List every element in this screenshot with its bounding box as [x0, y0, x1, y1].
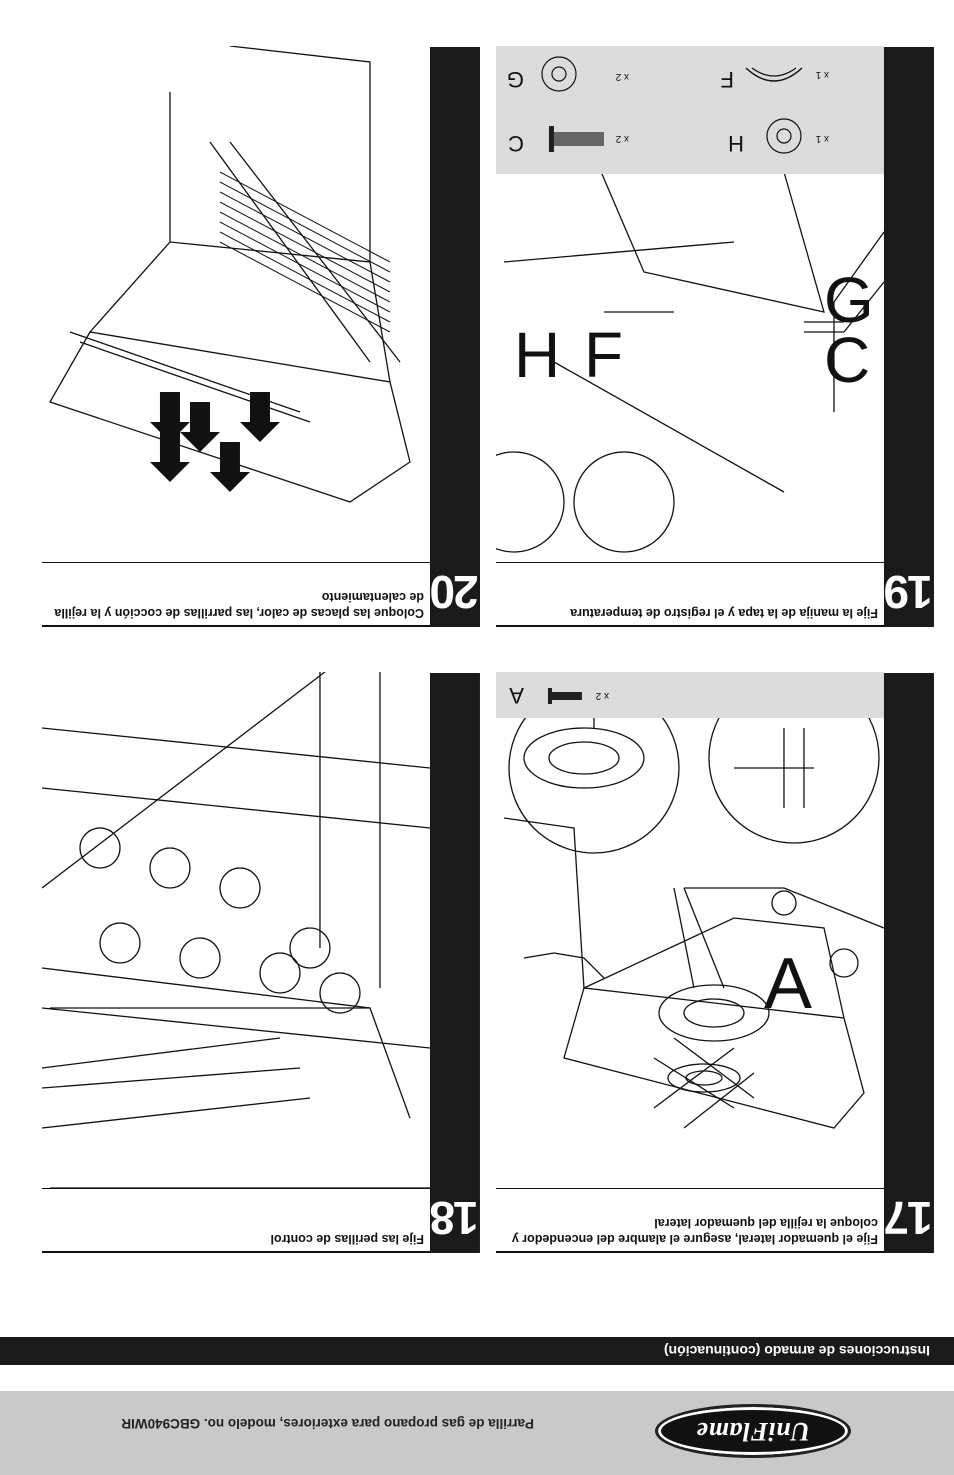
part-F-qty: x 1 [815, 69, 829, 80]
part-H-qty: x 1 [815, 133, 829, 144]
step-number: 20 [431, 566, 479, 618]
step-number: 18 [431, 1192, 479, 1244]
step-divider [496, 625, 934, 627]
handle-cap-icon [745, 67, 803, 82]
control-knobs-drawing [42, 672, 430, 1188]
part-F-letter: F [720, 67, 734, 92]
step-number-badge: 20 [430, 47, 480, 627]
lock-washer-icon [541, 56, 577, 92]
part-A-qty: x 2 [595, 690, 609, 701]
step-caption: Fije el quemador lateral, asegure el ala… [511, 1216, 878, 1246]
step-number-badge: 17 [884, 673, 934, 1253]
step-20-illustration [42, 46, 430, 563]
parts-box: A x 2 [496, 672, 884, 718]
step-18-illustration [42, 672, 430, 1189]
callout-H: H [514, 319, 560, 391]
product-name: Parrilla de gas propano para exteriores,… [121, 1416, 534, 1431]
step-18-panel: 18 Fije las perillas de control [42, 672, 480, 1253]
step-number: 17 [885, 1192, 933, 1244]
step-20-panel: 20 Coloque las placas de calor, las parr… [42, 46, 480, 627]
step-caption: Fije las perillas de control [270, 1232, 424, 1246]
callout-A: A [764, 944, 812, 1024]
callout-G: G [824, 264, 874, 336]
logo-text: UniFlame [696, 1417, 810, 1446]
side-burner-drawing: A [503, 672, 884, 1129]
step-divider [42, 625, 480, 627]
step-caption: Fije la manija de la tapa y el registro … [570, 606, 878, 620]
callout-F: F [584, 319, 623, 391]
uniflame-logo: UniFlame [655, 1404, 851, 1458]
step-17-panel: 17 Fije el quemador lateral, asegure el … [496, 672, 934, 1253]
step-divider [42, 1251, 480, 1253]
section-title: Instrucciones de armado (continuación) [663, 1343, 930, 1359]
page-footer: UniFlame Parrilla de gas propano para ex… [0, 1391, 954, 1475]
step-17-illustration: A A x 2 [496, 672, 884, 1189]
step-number: 19 [885, 566, 933, 618]
section-header: Instrucciones de armado (continuación) [0, 1337, 954, 1365]
washer-icon [766, 118, 802, 154]
step-number-badge: 19 [884, 47, 934, 627]
step-caption: Coloque las placas de calor, las parrill… [54, 590, 424, 620]
parts-box: C x 2 H x 1 G x 2 F x [496, 46, 884, 174]
step-number-badge: 18 [430, 673, 480, 1253]
lid-handle-drawing: C G H F [496, 81, 884, 553]
part-A-letter: A [509, 683, 524, 708]
part-H-letter: H [728, 131, 744, 156]
step-19-panel: 19 Fije la manija de la tapa y el regist… [496, 46, 934, 627]
step-divider [496, 1251, 934, 1253]
step-19-illustration: C G H F C x 2 H x 1 [496, 46, 884, 563]
grates-drawing [49, 46, 411, 503]
callout-C: C [824, 324, 870, 396]
bolt-icon [549, 126, 604, 152]
screw-icon [548, 688, 582, 704]
